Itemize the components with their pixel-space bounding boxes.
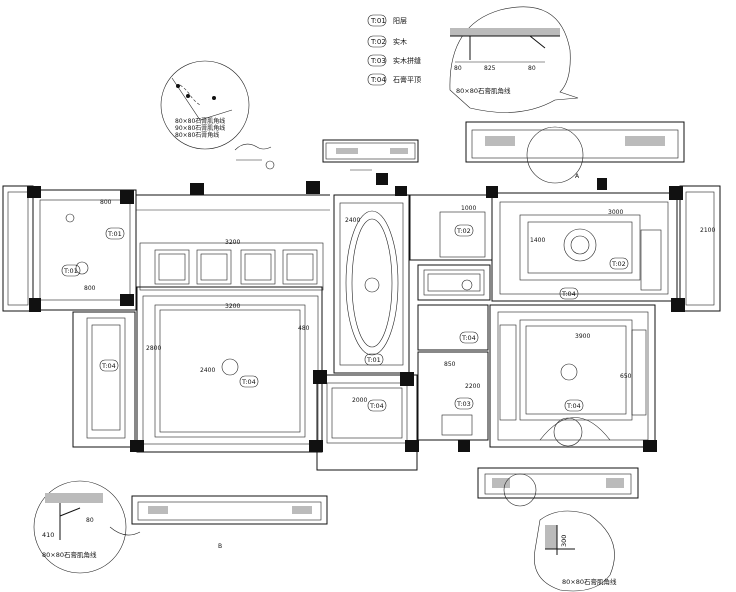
detail-caption-bottom-right: 80×80石膏肌角线	[562, 577, 617, 586]
room-tags: T:01 T:04 T:04 T:01 T:04 T:02 T:04 T:03 …	[61, 224, 629, 412]
detail-dim-80c: 80	[86, 517, 94, 524]
detail-note-3: 80×80石膏角线	[175, 131, 219, 139]
legend-label-2: 实木	[393, 37, 407, 46]
dim-label: 800	[84, 285, 96, 292]
section-mark-a: A	[575, 173, 580, 180]
section-mark-b: B	[218, 543, 222, 550]
dim-label: 3000	[608, 209, 623, 216]
elevation-top-right: A	[465, 121, 685, 184]
tag-oval-hall: T:01	[366, 356, 381, 364]
legend-code-4: T:04	[370, 76, 386, 84]
dim-label: 2100	[700, 227, 715, 234]
tag-entry: T:04	[369, 402, 384, 410]
dim-label: 2400	[200, 367, 215, 374]
detail-bubble-bottom-right: 300 80×80石膏肌角线	[533, 510, 617, 592]
tag-mid-bath: T:04	[461, 334, 476, 342]
detail-bubble-bottom-left: 410 80 80×80石膏肌角线	[33, 480, 141, 574]
detail-dim-80a: 80	[454, 65, 462, 72]
legend-item-2: T:02 实木	[367, 35, 407, 48]
dim-label: 2400	[345, 217, 360, 224]
tag-master: T:04	[561, 290, 576, 298]
dim-label: 3200	[225, 303, 240, 310]
legend-label-3: 实木拼缝	[393, 56, 421, 65]
tag-mid-top: T:02	[456, 227, 471, 235]
legend-code-1: T:01	[370, 17, 386, 25]
floor-plan-outline	[2, 185, 721, 471]
detail-dim-410: 410	[42, 531, 54, 539]
detail-note-2: 90×80石膏肌角线	[175, 124, 225, 132]
dim-label: 2200	[465, 383, 480, 390]
elevation-top-middle	[322, 139, 419, 171]
legend: T:01 阳层 T:02 实木 T:03 实木拼缝 T:04 石膏平顶	[367, 14, 421, 86]
dim-label: 3200	[225, 239, 240, 246]
elevation-bottom-left: B	[131, 495, 328, 550]
legend-label-1: 阳层	[393, 16, 407, 25]
tag-left-top: T:01	[107, 230, 122, 238]
tag-mid-bottom: T:03	[456, 400, 471, 408]
structural-columns	[27, 173, 685, 452]
dim-label: 2800	[146, 345, 161, 352]
detail-dim-300: 300	[560, 535, 568, 547]
dim-label: 800	[100, 199, 112, 206]
detail-dim-80b: 80	[528, 65, 536, 72]
detail-note-1: 80×80石膏肌角线	[175, 117, 225, 125]
dim-label: 650	[620, 373, 632, 380]
tag-living: T:04	[241, 378, 256, 386]
legend-code-3: T:03	[370, 57, 386, 65]
tag-bedroom-br: T:04	[566, 402, 581, 410]
tag-left-room: T:01	[63, 267, 78, 275]
dimension-labels: 800 800 3200 3200 480 2400 2800 2400 200…	[84, 199, 715, 404]
dim-label: 480	[298, 325, 310, 332]
tag-left-bottom: T:04	[101, 362, 116, 370]
legend-item-3: T:03 实木拼缝	[367, 54, 421, 67]
light-fixtures	[65, 213, 597, 381]
detail-bubble-top-right: 80 825 80 80×80石膏肌角线	[449, 6, 579, 113]
legend-code-2: T:02	[370, 38, 386, 46]
dim-label: 1000	[461, 205, 476, 212]
dim-label: 1400	[530, 237, 545, 244]
legend-item-4: T:04 石膏平顶	[367, 73, 421, 86]
detail-dim-825: 825	[484, 65, 496, 72]
detail-caption-top-right: 80×80石膏肌角线	[456, 86, 511, 95]
detail-caption-bottom-left: 80×80石膏肌角线	[42, 550, 97, 559]
tag-master-ceiling: T:02	[611, 260, 626, 268]
legend-label-4: 石膏平顶	[393, 75, 421, 84]
detail-bubble-top-left: 80×80石膏肌角线 90×80石膏肌角线 80×80石膏角线	[160, 60, 275, 170]
dim-label: 3900	[575, 333, 590, 340]
elevation-bottom-right	[477, 467, 639, 507]
dim-label: 850	[444, 361, 456, 368]
legend-item-1: T:01 阳层	[367, 14, 407, 27]
dim-label: 2000	[352, 397, 367, 404]
